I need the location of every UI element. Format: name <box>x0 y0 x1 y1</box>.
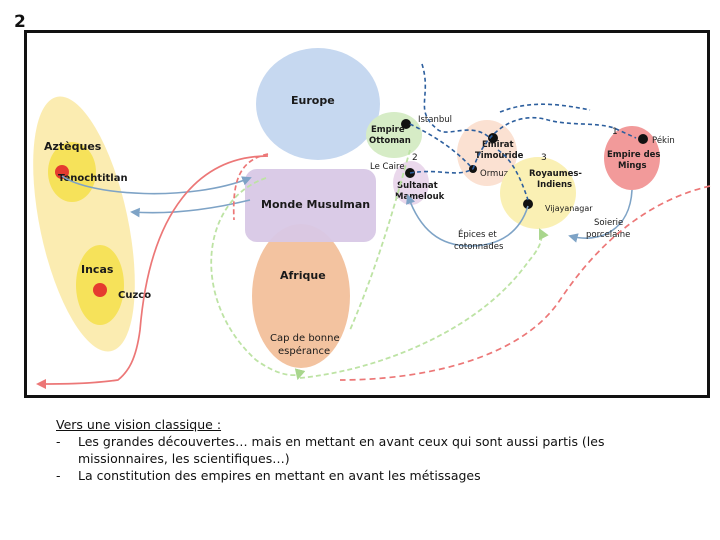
azteques-ellipse <box>48 142 96 202</box>
cuzco-dot <box>93 283 107 297</box>
green-routes <box>210 149 549 381</box>
notes-bullet-2: - La constitution des empires en mettant… <box>56 467 656 484</box>
red-routes <box>35 153 711 390</box>
epices-label-2: cotonnades <box>454 242 504 252</box>
notes-bullet-1: - Les grandes découvertes… mais en metta… <box>56 433 656 467</box>
route-number-3: 3 <box>541 153 547 163</box>
europe-label: Europe <box>291 94 335 107</box>
pekin-dot <box>638 134 648 144</box>
americas-ellipse <box>33 96 135 352</box>
soierie-label-2: porcelaine <box>586 230 630 240</box>
timouride-label-2: Timouride <box>475 151 524 161</box>
soierie-label-1: Soierie <box>594 218 623 228</box>
pekin-label: Pékin <box>652 135 675 146</box>
vijayanagar-dot <box>523 199 533 209</box>
ottoman-label-1: Empire <box>371 125 405 135</box>
bullet-dash: - <box>56 434 61 449</box>
bullet-text-1: Les grandes découvertes… mais en mettant… <box>78 434 605 466</box>
royaumes-ellipse <box>500 157 576 229</box>
tenochtitlan-dot <box>55 165 69 179</box>
emirat-dot <box>488 133 498 143</box>
cap-label-2: espérance <box>278 345 330 357</box>
incas-label: Incas <box>81 263 114 276</box>
monde-musulman-box <box>245 169 376 242</box>
royaumes-label-1: Royaumes- <box>529 169 582 179</box>
tenochtitlan-label: Tenochtitlan <box>58 173 128 184</box>
bullet-dash: - <box>56 468 61 483</box>
cuzco-label: Cuzco <box>118 290 151 301</box>
bullet-text-2: La constitution des empires en mettant e… <box>78 468 481 483</box>
istanbul-label: Istanbul <box>418 115 452 125</box>
notes-heading: Vers une vision classique : <box>56 417 222 432</box>
ormuz-label: Ormuz <box>480 169 509 179</box>
sultanat-label-2: Mamelouk <box>395 192 445 202</box>
azteques-label: Aztèques <box>44 140 102 153</box>
monde-musulman-label: Monde Musulman <box>261 198 370 211</box>
epices-label-1: Épices et <box>458 228 497 240</box>
silk-routes <box>409 63 637 201</box>
afrique-ellipse <box>252 224 350 368</box>
mings-label-1: Empire des <box>607 150 661 160</box>
royaumes-label-2: Indiens <box>537 180 572 190</box>
ottoman-label-2: Ottoman <box>369 136 411 146</box>
notes-section: Vers une vision classique : - Les grande… <box>56 416 656 484</box>
timouride-label-1: Emirat <box>482 140 514 150</box>
cap-label-1: Cap de bonne <box>270 333 340 344</box>
europe-ellipse <box>256 48 380 160</box>
route-number-1: 1 <box>612 127 618 137</box>
vijayanagar-label: Vijayanagar <box>545 204 593 213</box>
slide-number: 2 <box>14 12 26 32</box>
le-caire-label: Le Caire <box>370 162 405 172</box>
ottoman-ellipse <box>366 112 422 158</box>
route-number-2: 2 <box>412 153 418 163</box>
istanbul-dot <box>401 119 411 129</box>
afrique-label: Afrique <box>280 269 326 282</box>
sultanat-label-1: Sultanat <box>397 181 438 191</box>
mings-label-2: Mings <box>618 161 647 171</box>
americas-region: Aztèques Tenochtitlan Incas Cuzco <box>33 96 151 352</box>
